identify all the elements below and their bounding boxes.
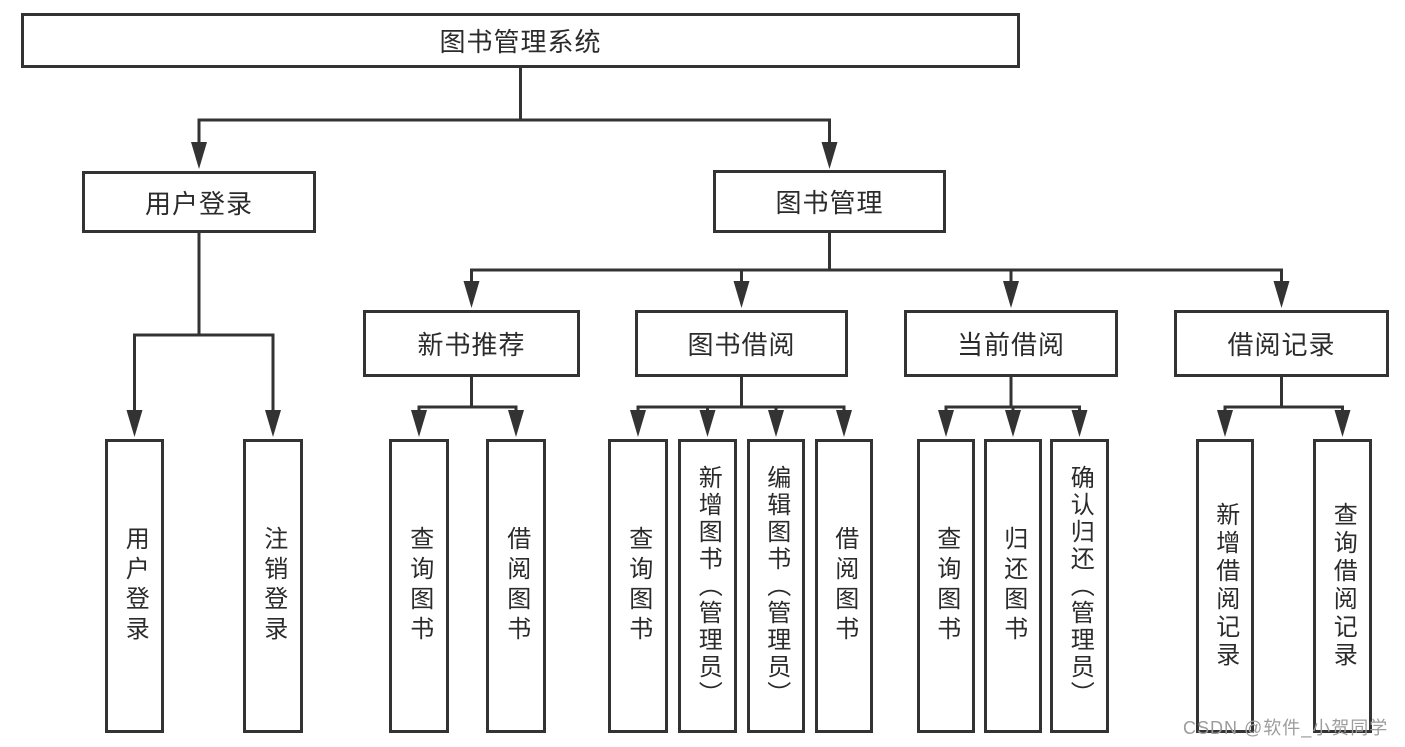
csdn-watermark: CSDN @软件_小贺同学 (1183, 718, 1389, 738)
leaf-add-borrow-record-label: 新增借阅记录 (1211, 502, 1239, 670)
leaf-edit-books-admin: 编辑图书（管理员） (747, 439, 805, 733)
leaf-user-login-label: 用户登录 (121, 526, 149, 646)
leaf-recommend-borrow-books-label: 借阅图书 (502, 526, 530, 646)
node-root-label: 图书管理系统 (439, 27, 602, 57)
leaf-user-login: 用户登录 (105, 439, 164, 733)
leaf-borrowing-query-books: 查询图书 (608, 439, 668, 733)
leaf-logout-label: 注销登录 (259, 526, 287, 646)
leaf-current-query-books-label: 查询图书 (932, 526, 960, 646)
leaf-current-query-books: 查询图书 (917, 439, 975, 733)
node-user-login: 用户登录 (82, 171, 316, 233)
leaf-recommend-query-books-label: 查询图书 (405, 526, 433, 646)
leaf-return-books-label: 归还图书 (999, 526, 1027, 646)
node-book-borrowing-label: 图书借阅 (687, 330, 796, 360)
node-current-borrowing: 当前借阅 (904, 310, 1118, 377)
node-book-borrowing: 图书借阅 (635, 310, 848, 377)
leaf-query-borrow-record-label: 查询借阅记录 (1329, 502, 1357, 670)
node-borrowing-records-label: 借阅记录 (1227, 330, 1336, 360)
leaf-borrowing-borrow-books-label: 借阅图书 (830, 526, 858, 646)
node-book-management-label: 图书管理 (775, 188, 884, 218)
leaf-recommend-query-books: 查询图书 (389, 439, 449, 733)
leaf-borrowing-borrow-books: 借阅图书 (815, 439, 873, 733)
node-book-management: 图书管理 (713, 170, 946, 233)
leaf-edit-books-admin-label: 编辑图书（管理员） (762, 464, 790, 708)
node-new-book-recommend-label: 新书推荐 (417, 330, 526, 360)
leaf-recommend-borrow-books: 借阅图书 (486, 439, 546, 733)
leaf-add-books-admin-label: 新增图书（管理员） (694, 464, 722, 708)
node-root: 图书管理系统 (21, 13, 1020, 68)
leaf-confirm-return-admin-label: 确认归还（管理员） (1066, 464, 1094, 708)
node-borrowing-records: 借阅记录 (1174, 310, 1389, 377)
leaf-query-borrow-record: 查询借阅记录 (1313, 439, 1372, 733)
leaf-borrowing-query-books-label: 查询图书 (624, 526, 652, 646)
leaf-logout: 注销登录 (243, 439, 303, 733)
leaf-add-books-admin: 新增图书（管理员） (678, 439, 737, 733)
node-new-book-recommend: 新书推荐 (363, 310, 580, 377)
leaf-return-books: 归还图书 (984, 439, 1042, 733)
leaf-confirm-return-admin: 确认归还（管理员） (1050, 439, 1109, 733)
leaf-add-borrow-record: 新增借阅记录 (1196, 439, 1254, 733)
node-current-borrowing-label: 当前借阅 (956, 330, 1065, 360)
node-user-login-label: 用户登录 (144, 188, 253, 219)
